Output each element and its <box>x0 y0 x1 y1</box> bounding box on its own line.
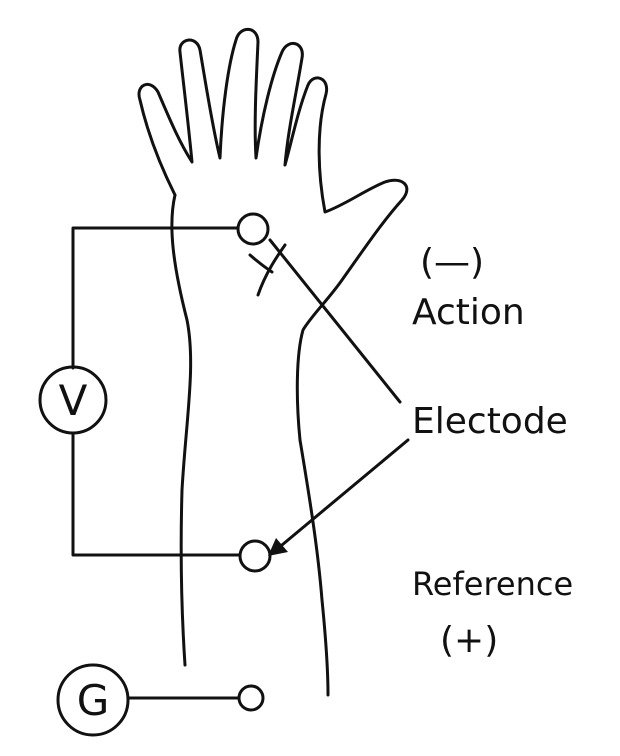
action-pointer-line <box>268 238 402 404</box>
circuit-wires <box>71 226 410 700</box>
palm-crease-line <box>256 243 287 297</box>
electrode-label: Electode <box>412 401 568 442</box>
ground-electrode <box>237 684 265 712</box>
hand-arm-drawing <box>137 27 409 697</box>
voltmeter-circle <box>38 365 108 435</box>
reference-electrode <box>238 539 272 573</box>
arm-left-contour <box>170 193 193 667</box>
hand-outline <box>137 27 409 442</box>
action-sign-label: (—) <box>420 242 484 283</box>
reference-pointer-arrowhead <box>268 538 288 556</box>
ground-circle <box>56 663 130 737</box>
ground-symbol: G <box>77 676 110 725</box>
reference-label: Reference <box>412 565 573 603</box>
voltmeter-symbol: V <box>59 376 88 425</box>
action-electrode <box>236 212 270 246</box>
reference-pointer-line <box>280 438 410 547</box>
voltmeter-top-wire <box>71 226 240 370</box>
palm-crease-line <box>248 253 274 274</box>
arm-right-contour <box>298 438 330 697</box>
reference-sign-label: (+) <box>440 620 498 661</box>
action-label: Action <box>412 292 525 333</box>
voltmeter-bottom-wire <box>71 431 242 557</box>
